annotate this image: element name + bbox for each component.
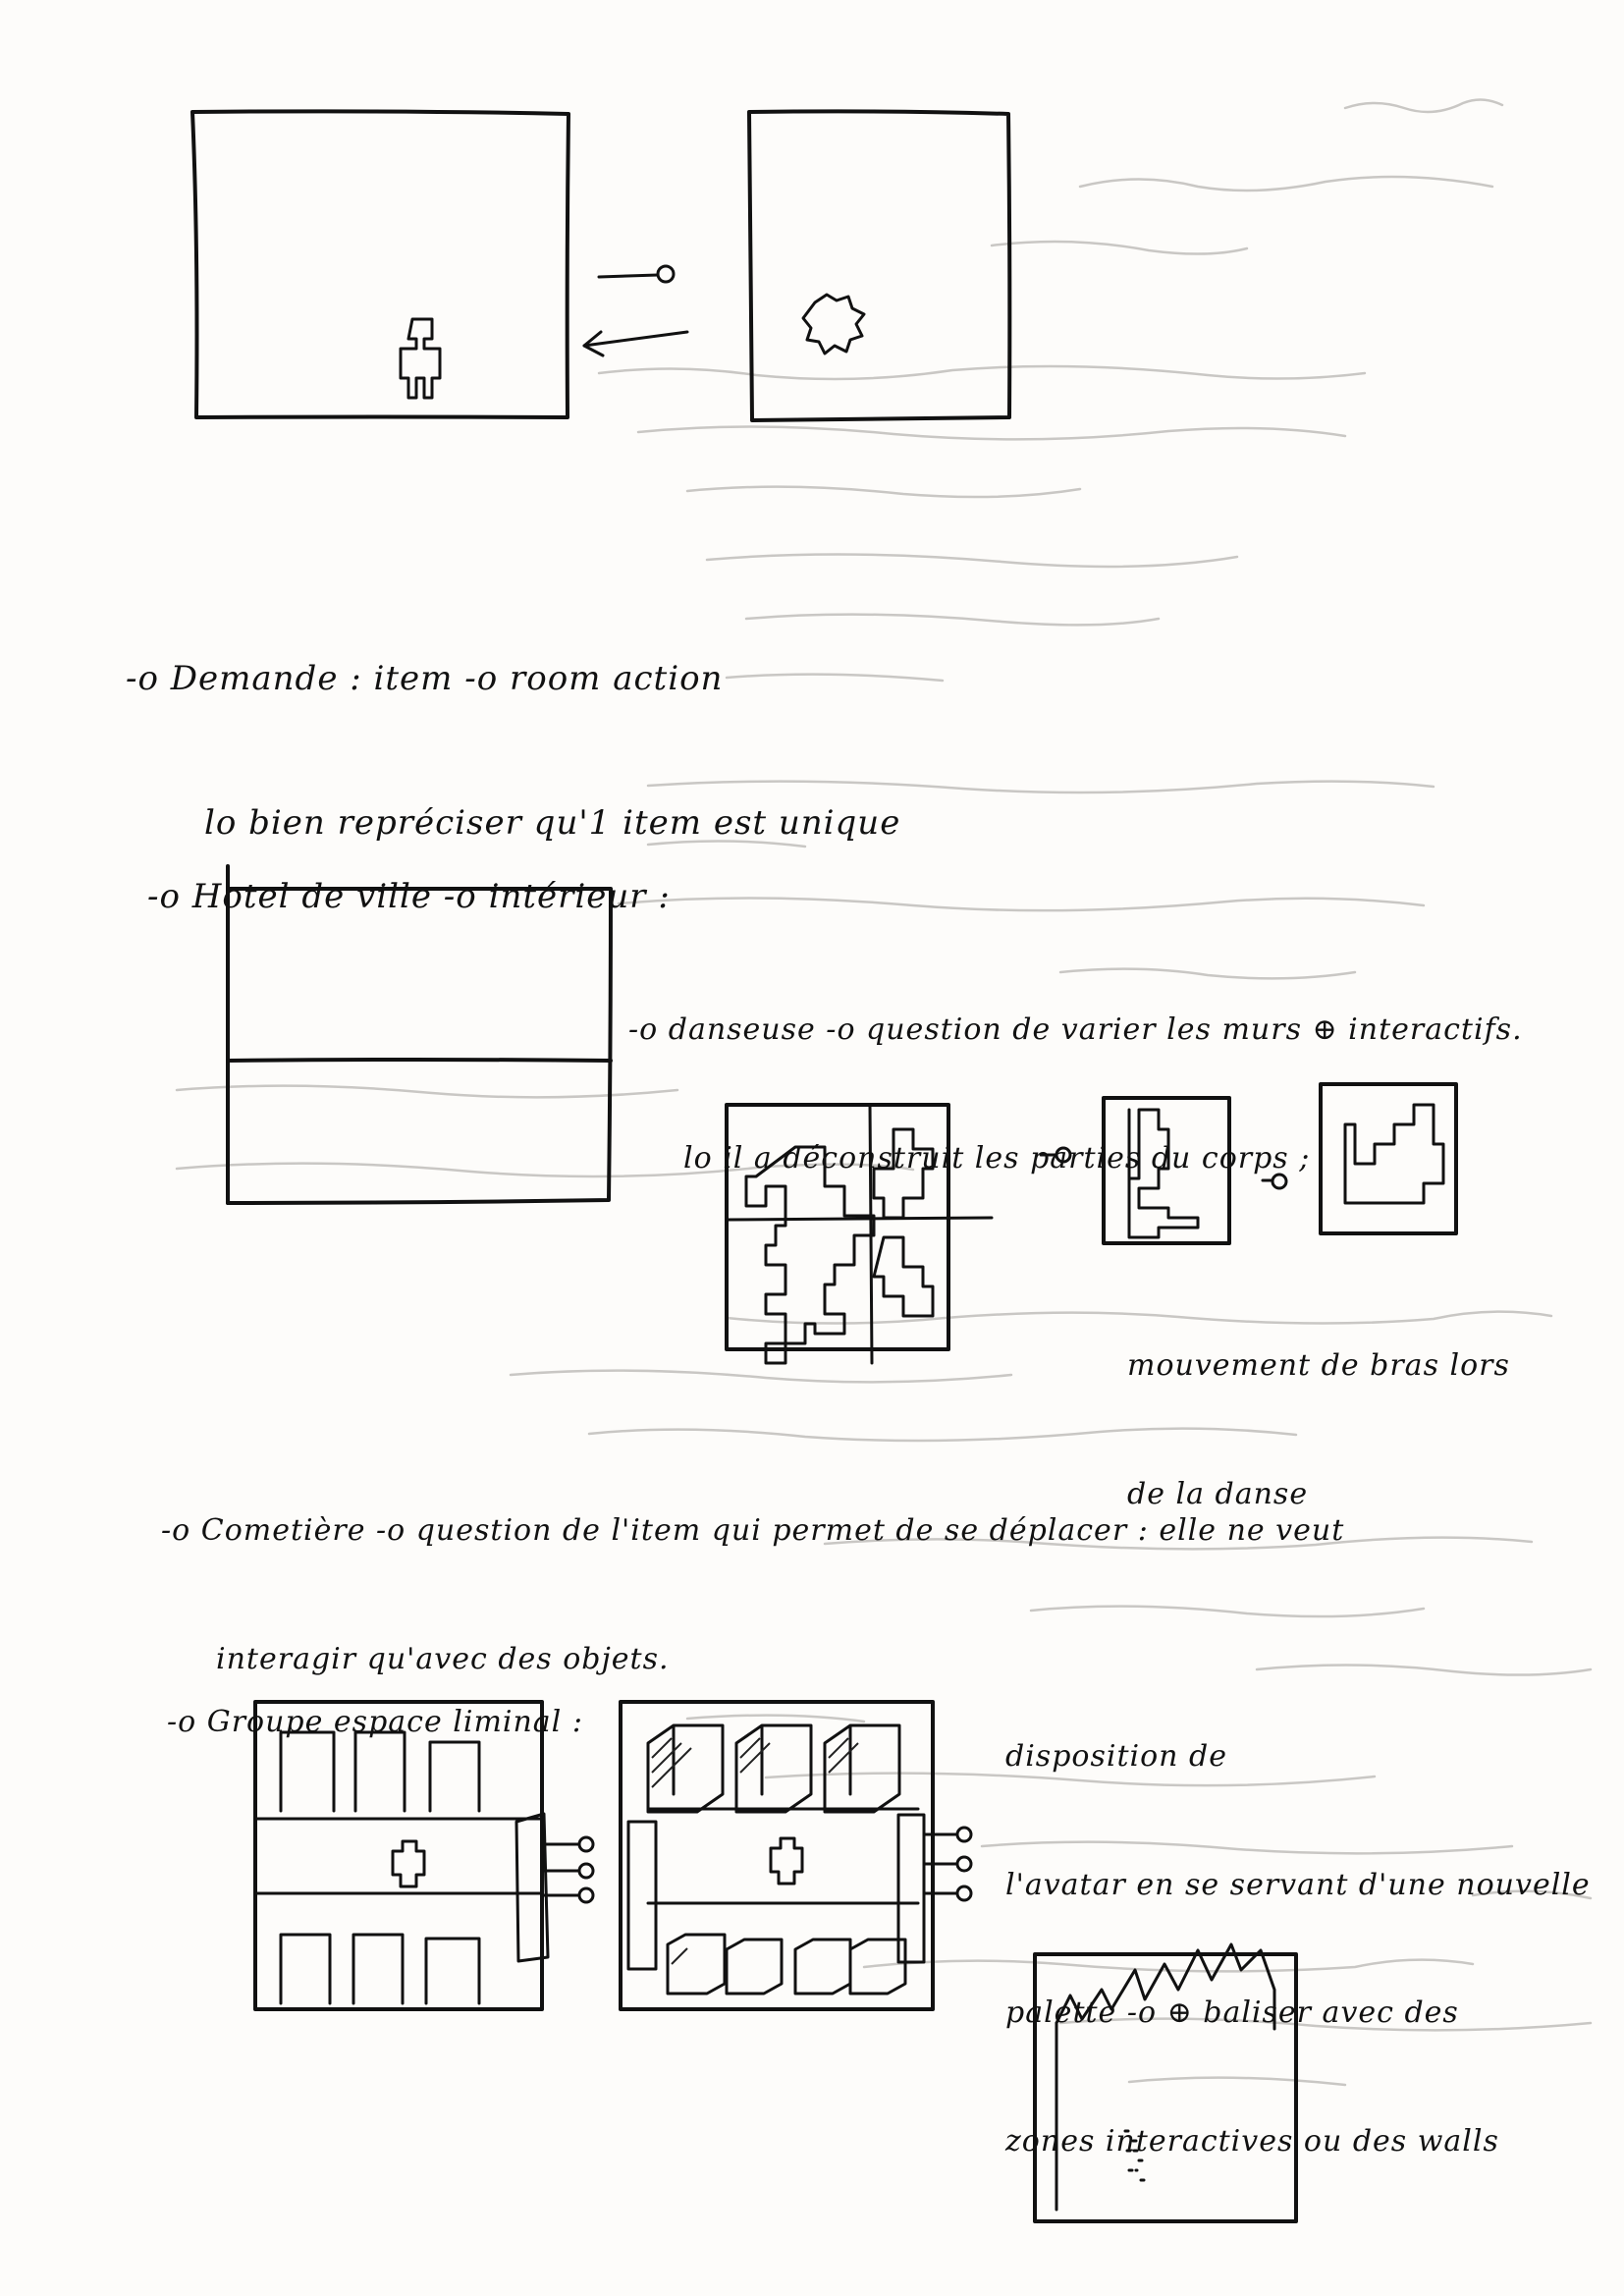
note-cometiere-line-2: interagir qu'avec des objets. xyxy=(216,1641,670,1676)
note-mouvement-line-1: mouvement de bras lors xyxy=(1127,1348,1510,1383)
bleed-through-strokes xyxy=(175,98,1593,2087)
note-demande-line-1: -o Demande : item -o room action xyxy=(126,658,724,698)
note-danseuse-line-2: lo il a déconstruit les parties du corps… xyxy=(683,1140,1311,1175)
note-hotel-line-1: -o Hotel de ville -o intérieur : xyxy=(147,876,671,916)
note-danseuse-line-1: -o danseuse -o question de varier les mu… xyxy=(628,1012,1523,1047)
sketch-liminal xyxy=(253,1700,1298,2223)
sketch-hotel-interior xyxy=(225,864,613,1205)
note-disposition-line-2: l'avatar en se servant d'une nouvelle xyxy=(1005,1867,1591,1902)
note-disposition-line-1: disposition de xyxy=(1005,1739,1227,1774)
sketch-dancer xyxy=(725,1082,1458,1365)
note-cometiere-line-1: -o Cometière -o question de l'item qui p… xyxy=(161,1513,1345,1548)
note-mouvement: mouvement de bras lors de la danse xyxy=(1127,1259,1510,1601)
note-danseuse: -o danseuse -o question de varier les mu… xyxy=(628,923,1523,1265)
note-disposition-line-4: zones interactives ou des walls xyxy=(1005,2123,1499,2159)
note-cometiere: -o Cometière -o question de l'item qui p… xyxy=(161,1424,1344,1766)
note-hotel: -o Hotel de ville -o intérieur : xyxy=(147,776,671,1017)
note-demande-line-2: lo bien repréciser qu'1 item est unique xyxy=(204,803,901,844)
note-disposition-line-3: palette -o ⊕ baliser avec des xyxy=(1005,1995,1459,2030)
sketch-room-transition xyxy=(190,109,1012,422)
note-disposition: disposition de l'avatar en se servant d'… xyxy=(1005,1650,1591,2248)
note-demande: -o Demande : item -o room action lo bien… xyxy=(126,558,900,945)
note-groupe-line-1: -o Groupe espace liminal : xyxy=(167,1705,583,1739)
note-mouvement-line-2: de la danse xyxy=(1127,1476,1309,1511)
note-groupe: -o Groupe espace liminal : xyxy=(167,1615,583,1830)
